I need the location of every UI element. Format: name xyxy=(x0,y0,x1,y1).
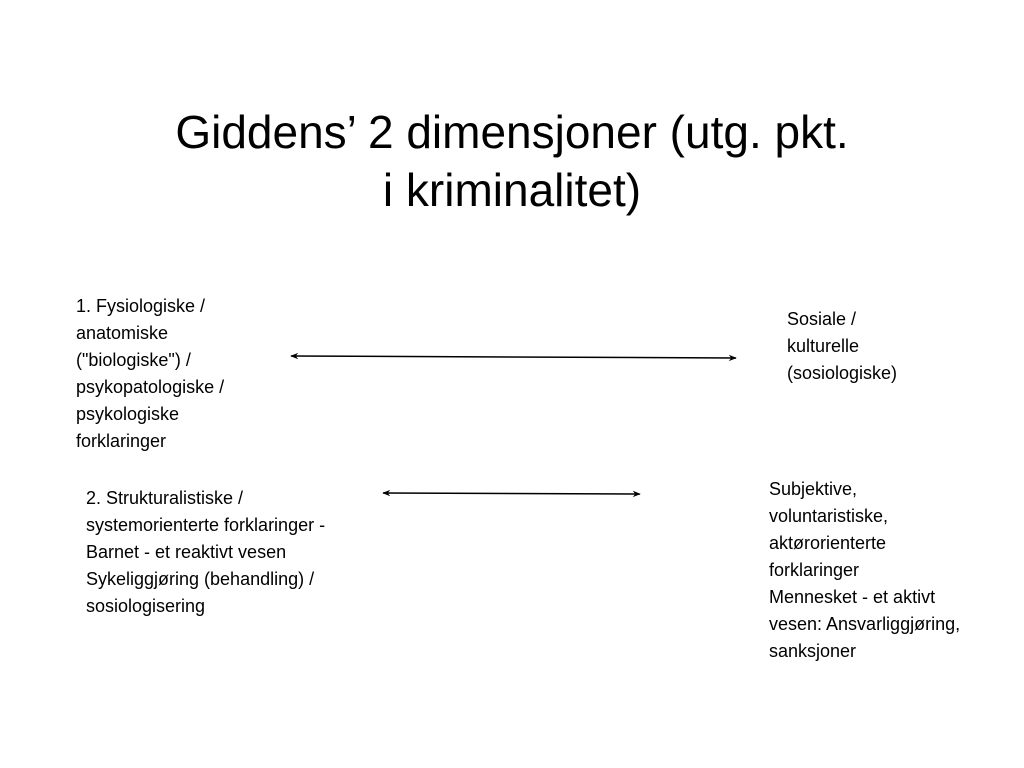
text-line: sanksjoner xyxy=(769,641,857,661)
text-line: anatomiske xyxy=(76,323,169,343)
dimension-2-left-text: 2. Strukturalistiske / systemorienterte … xyxy=(86,485,325,620)
text-line: vesen: Ansvarliggjøring, xyxy=(769,614,961,634)
text-line: (sosiologiske) xyxy=(787,363,898,383)
text-line: kulturelle xyxy=(787,336,860,356)
text-line: ("biologiske") / xyxy=(76,350,191,370)
text-line: Sykeliggjøring (behandling) / xyxy=(86,569,315,589)
text-line: 2. Strukturalistiske / xyxy=(86,488,244,508)
text-line: Subjektive, xyxy=(769,479,858,499)
text-line: 1. Fysiologiske / xyxy=(76,296,206,316)
slide-title-line-2: i kriminalitet) xyxy=(382,163,642,216)
dimension-1-left-text: 1. Fysiologiske / anatomiske ("biologisk… xyxy=(76,293,224,455)
text-line: Sosiale / xyxy=(787,309,857,329)
double-headed-arrow-icon xyxy=(290,352,737,362)
text-line: Mennesket - et aktivt xyxy=(769,587,936,607)
text-line: forklaringer xyxy=(76,431,167,451)
slide-title: Giddens’ 2 dimensjoner (utg. pkt. i krim… xyxy=(60,103,964,219)
text-line: Barnet - et reaktivt vesen xyxy=(86,542,287,562)
text-line: aktørorienterte xyxy=(769,533,887,553)
dimension-2-right-text: Subjektive, voluntaristiske, aktørorient… xyxy=(769,476,960,665)
text-line: systemorienterte forklaringer - xyxy=(86,515,326,535)
dimension-1-right-text: Sosiale / kulturelle (sosiologiske) xyxy=(787,306,897,387)
text-line: psykopatologiske / xyxy=(76,377,225,397)
text-line: voluntaristiske, xyxy=(769,506,889,526)
text-line: psykologiske xyxy=(76,404,180,424)
slide-title-line-1: Giddens’ 2 dimensjoner (utg. pkt. xyxy=(175,105,849,158)
double-headed-arrow-icon xyxy=(382,489,641,498)
text-line: forklaringer xyxy=(769,560,860,580)
text-line: sosiologisering xyxy=(86,596,206,616)
